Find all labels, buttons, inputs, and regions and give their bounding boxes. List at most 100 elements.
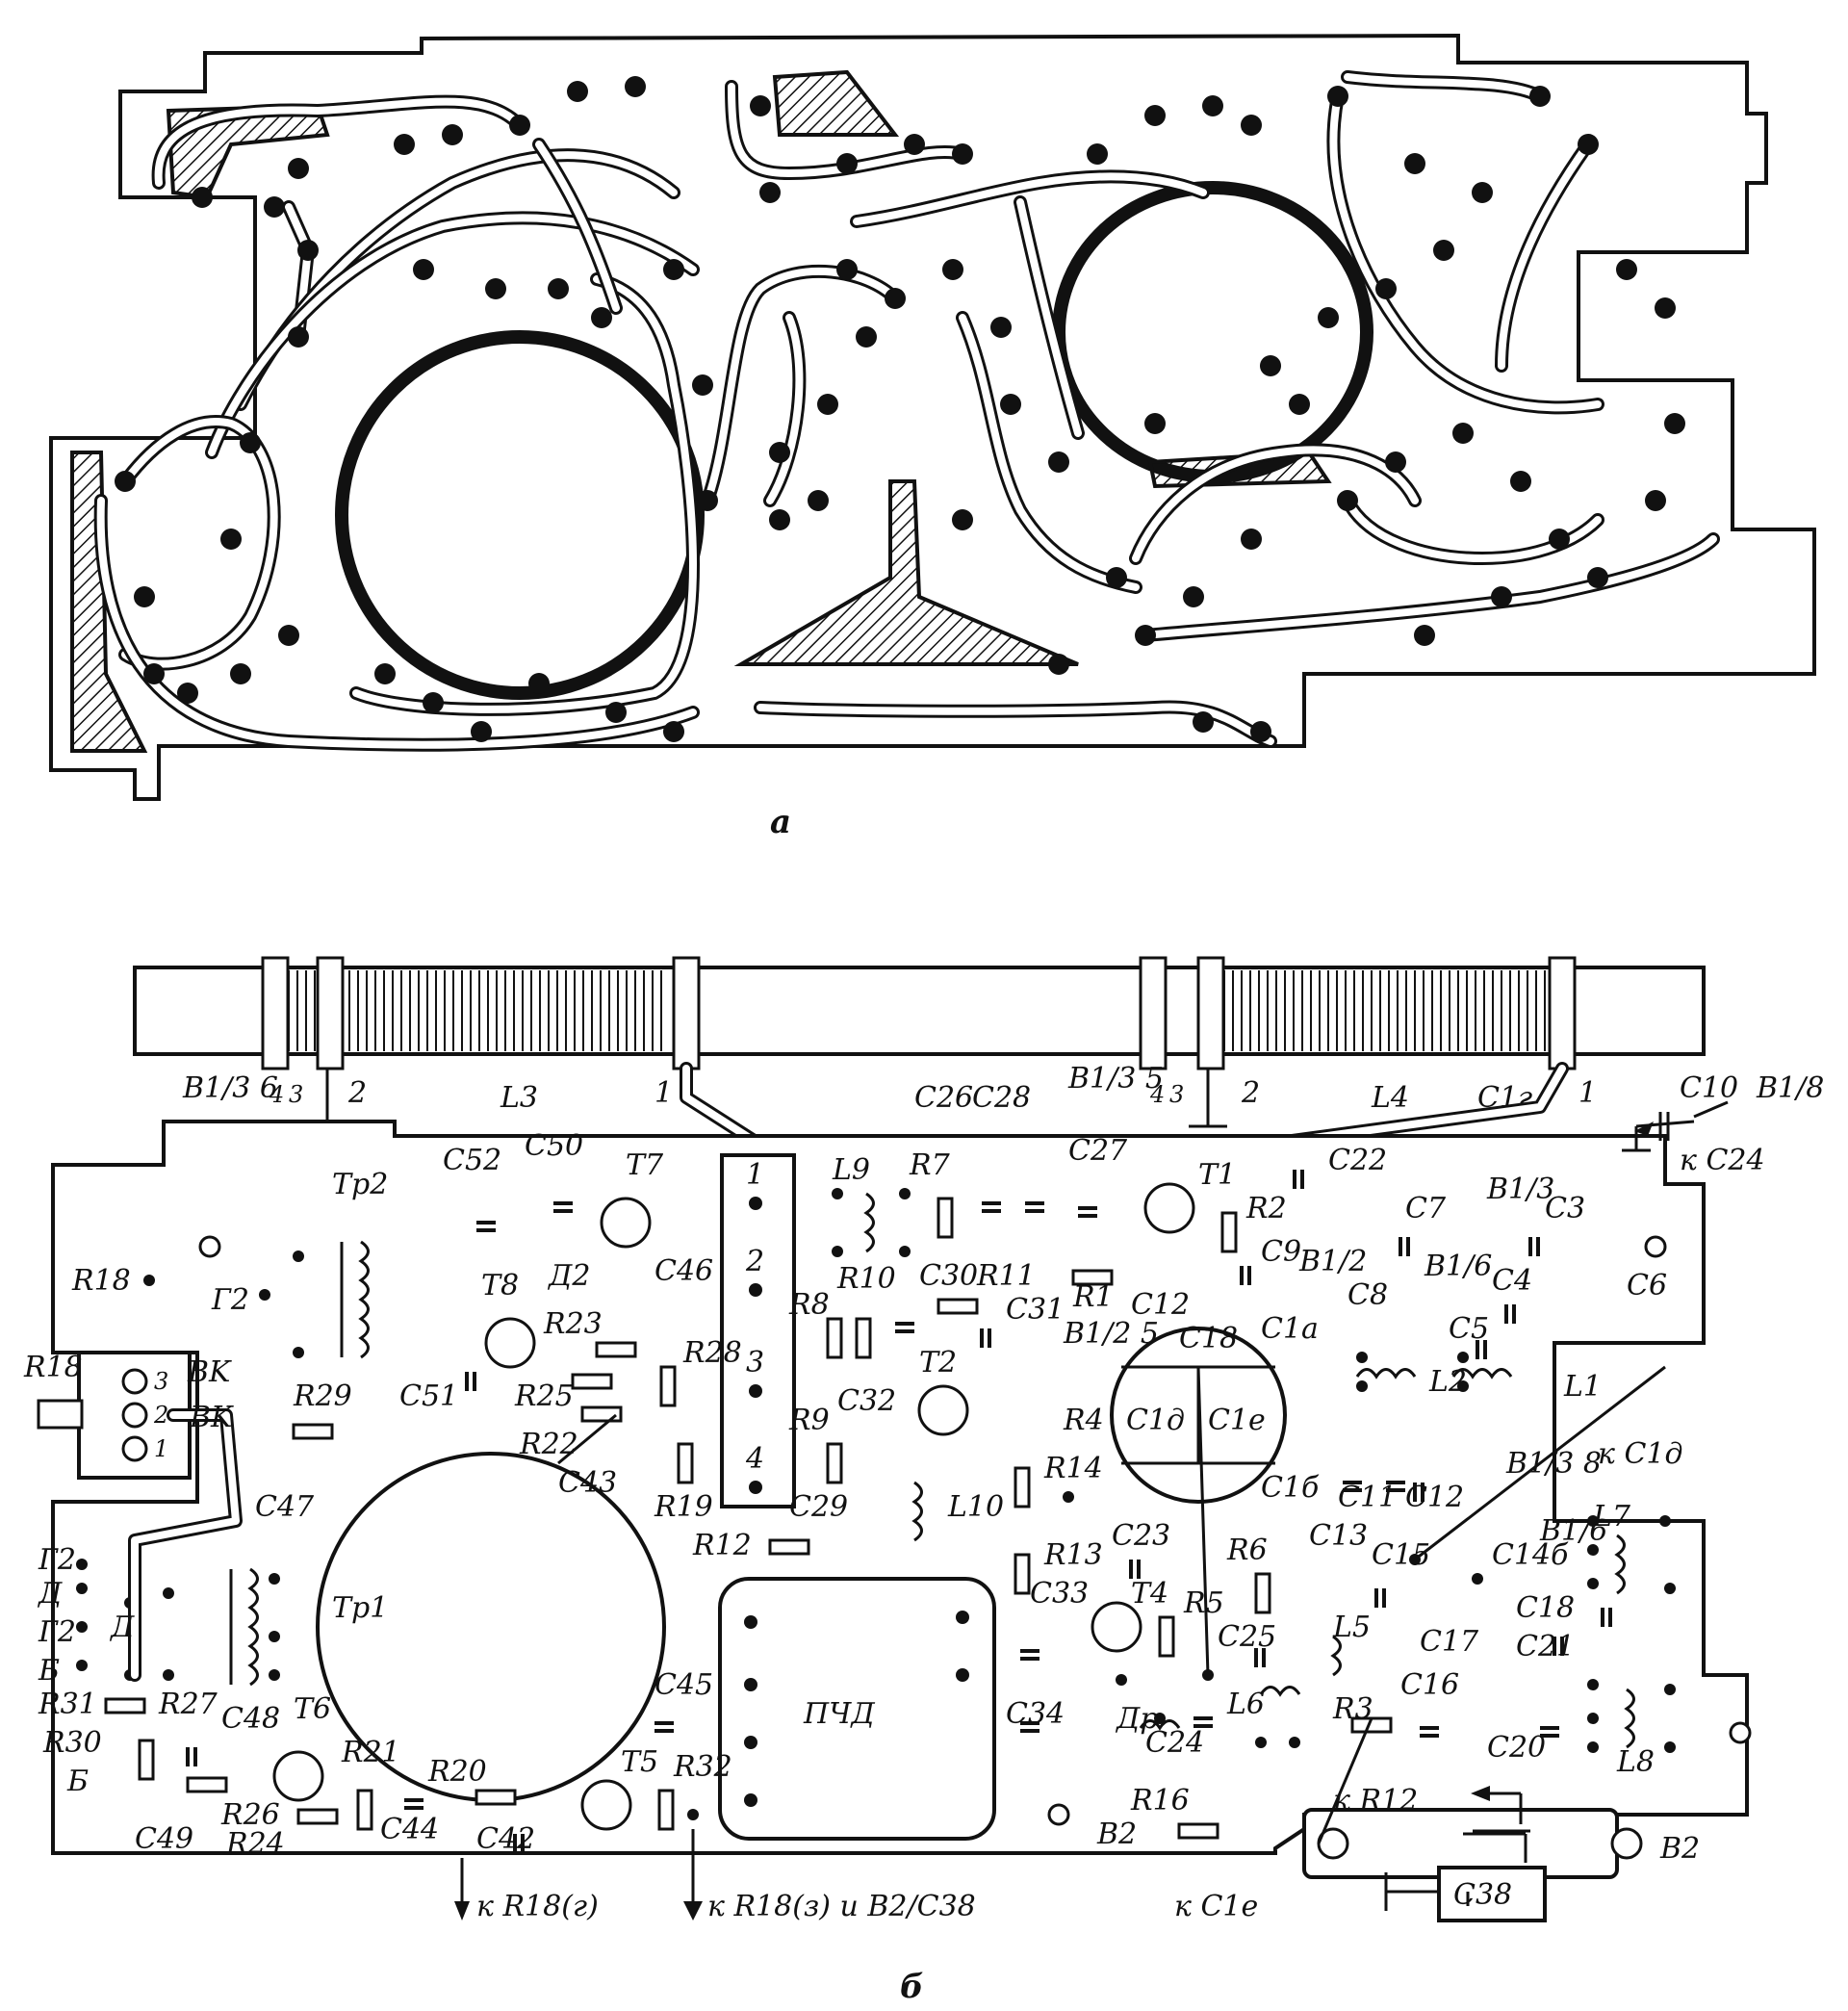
- component-label-c30: C30: [919, 1259, 978, 1293]
- mounting-hole: [1047, 1803, 1070, 1826]
- transistor-t4: [1091, 1601, 1142, 1653]
- tap-label: 3: [1169, 1081, 1184, 1108]
- tap-label: 1: [1578, 1076, 1597, 1110]
- component-label-c34: C34: [1006, 1697, 1065, 1731]
- solder-pads: [115, 76, 1685, 742]
- component-label-c11: C11: [1338, 1481, 1397, 1514]
- component-label-c14b: C14б: [1492, 1538, 1569, 1572]
- component-label-c6: C6: [1627, 1269, 1667, 1302]
- transistors: [272, 1182, 1195, 1831]
- component-label-r6: R6: [1226, 1534, 1268, 1567]
- ground-area-bottom: [733, 479, 1079, 666]
- component-label-t4: T4: [1131, 1577, 1168, 1611]
- capacitors: [186, 1170, 1612, 1853]
- arrow-label: к R18(г): [476, 1890, 599, 1923]
- component-label-r21: R21: [341, 1736, 400, 1769]
- board-a-large-hole-right: [1052, 181, 1373, 483]
- component-label-r26: R26: [220, 1798, 280, 1832]
- tap-label: 4: [1149, 1081, 1165, 1108]
- tap-label: 4: [269, 1081, 284, 1108]
- component-label-c20: C20: [1487, 1731, 1546, 1765]
- ferrite-rod-antenna: L3 L4 4 3 2 1 4 3 2 1 B1/3 6 B1/3 5 C1г: [133, 956, 1706, 1441]
- ground-area-left-bottom: [70, 451, 148, 753]
- component-label-pchd: ПЧД: [803, 1697, 875, 1731]
- component-label-r13: R13: [1043, 1538, 1103, 1572]
- panel-b-caption: б: [900, 1968, 924, 2006]
- component-label-bk-1: BK: [187, 1355, 232, 1389]
- coil-l4-windings: [1223, 970, 1546, 1051]
- component-label-r18-top: R18: [71, 1264, 131, 1298]
- component-label-c5: C5: [1449, 1312, 1489, 1346]
- component-label-c46: C46: [654, 1254, 713, 1288]
- switch-b1-label: B1/3 5: [1067, 1062, 1164, 1096]
- coil-clamp: [1139, 956, 1168, 1070]
- component-label-k-c24: к C24: [1680, 1144, 1765, 1177]
- component-label-dr: Др: [1115, 1702, 1159, 1736]
- component-label-c42: C42: [476, 1822, 535, 1856]
- transistor-t2: [917, 1384, 969, 1436]
- connection-pads: [76, 1188, 1676, 1820]
- component-label-r23: R23: [543, 1307, 603, 1341]
- component-label-c12-top: C12: [1131, 1288, 1190, 1322]
- component-label-c52: C52: [443, 1144, 501, 1177]
- component-label-c7: C7: [1405, 1192, 1447, 1225]
- component-label-c29: C29: [789, 1490, 848, 1524]
- component-label-r9: R9: [788, 1404, 830, 1437]
- component-label-b1-6-side: B1/6: [1539, 1514, 1607, 1548]
- component-label-b2-left: B2: [1096, 1818, 1137, 1851]
- component-label-c3: C3: [1545, 1192, 1585, 1225]
- switch-block-pos: 1: [746, 1158, 764, 1192]
- component-label-b1-2-5: B1/2 5: [1063, 1317, 1159, 1351]
- component-label-r31: R31: [38, 1688, 97, 1721]
- tap-label: 3: [289, 1081, 303, 1108]
- component-label-t1: T1: [1198, 1158, 1236, 1192]
- component-label-tr1: Tp1: [332, 1591, 388, 1625]
- coils: [229, 1192, 1635, 1749]
- component-label-t7: T7: [626, 1148, 664, 1182]
- component-label-l8: L8: [1616, 1745, 1655, 1779]
- component-label-c18-top: C18: [1179, 1322, 1238, 1355]
- component-label-c13: C13: [1309, 1519, 1368, 1553]
- component-label-r20: R20: [427, 1755, 487, 1789]
- switch-block-pos: 2: [745, 1245, 764, 1278]
- transistor-t8: [484, 1317, 536, 1369]
- mounting-hole: [1644, 1235, 1667, 1258]
- panel-b-board: L3 L4 4 3 2 1 4 3 2 1 B1/3 6 B1/3 5 C1г: [23, 956, 1824, 2006]
- component-label-r18-left: R18: [23, 1351, 83, 1384]
- component-label-r12: R12: [692, 1529, 752, 1562]
- ground-area-top: [772, 69, 900, 137]
- svg-text:2: 2: [153, 1402, 168, 1429]
- component-label-r30: R30: [42, 1726, 102, 1760]
- component-label-r10: R10: [836, 1262, 896, 1296]
- component-label-c43: C43: [558, 1466, 617, 1500]
- component-label-d-b: Д: [109, 1611, 135, 1644]
- board-a-large-hole-left: [335, 330, 705, 700]
- component-label-c9: C9: [1261, 1235, 1301, 1269]
- switch-b1-label: B1/3 6: [182, 1071, 278, 1105]
- coil-l4-label: L4: [1371, 1081, 1409, 1115]
- component-label-g2-a: Г2: [38, 1543, 76, 1577]
- switch-block-pos: 3: [746, 1346, 764, 1379]
- component-label-c22: C22: [1328, 1144, 1387, 1177]
- coil-clamp: [316, 956, 345, 1070]
- component-label-k-r12: к R12: [1333, 1784, 1418, 1818]
- component-label-b1-6: B1/6: [1424, 1250, 1492, 1283]
- component-label-c12: C12: [1405, 1481, 1464, 1514]
- component-label-c1d-in: C1д: [1126, 1404, 1185, 1437]
- component-label-c51: C51: [399, 1379, 458, 1413]
- component-label-t8: T8: [481, 1269, 519, 1302]
- svg-text:3: 3: [154, 1368, 168, 1395]
- component-label-c1e-in: C1e: [1208, 1404, 1266, 1437]
- component-label-r19: R19: [654, 1490, 713, 1524]
- component-label-r14: R14: [1043, 1452, 1103, 1485]
- component-label-c38: C38: [1453, 1878, 1512, 1912]
- mounting-hole: [1729, 1721, 1752, 1744]
- component-label-c16: C16: [1400, 1668, 1459, 1702]
- panel-a-caption: а: [770, 803, 791, 841]
- coil-clamp: [261, 956, 290, 1070]
- component-label-b1-2: B1/2: [1298, 1245, 1367, 1278]
- switch-block: 1 2 3 4: [720, 1153, 796, 1508]
- component-label-r32: R32: [673, 1750, 732, 1784]
